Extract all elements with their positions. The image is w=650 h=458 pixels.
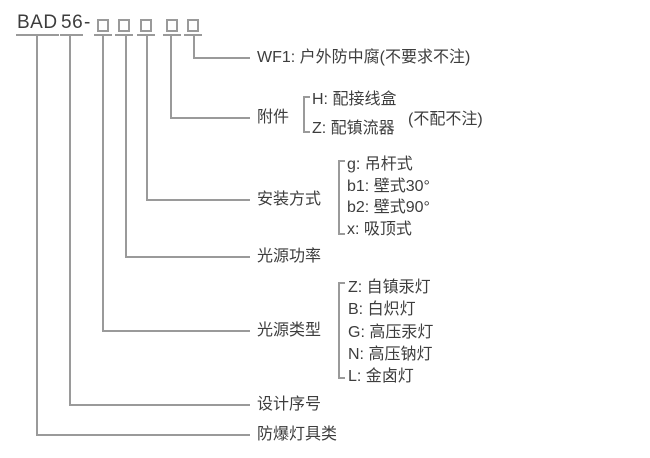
- callout-mounting-label: 安装方式: [257, 191, 322, 208]
- code-placeholder-box-1: [97, 19, 109, 32]
- attach-option: Z: 配镇流器: [312, 120, 395, 137]
- type-option: G: 高压汞灯: [348, 324, 434, 341]
- callout-wf1-label: WF1: 户外防中腐(不要求不注): [257, 49, 471, 66]
- mounting-options-bracket: [338, 160, 345, 235]
- tick-box-3: [137, 34, 155, 36]
- type-options-bracket: [338, 282, 345, 379]
- attach-options-bracket: [303, 96, 310, 133]
- connector-type-horizontal: [102, 330, 250, 332]
- connector-power-vertical: [125, 36, 127, 258]
- mounting-option: b2: 壁式90°: [347, 199, 430, 216]
- tick-series: [16, 34, 59, 36]
- connector-mounting-horizontal: [146, 199, 250, 201]
- type-option: N: 高压钠灯: [348, 346, 433, 363]
- type-option: L: 金卤灯: [348, 368, 414, 385]
- connector-attach-vertical: [170, 36, 172, 119]
- mounting-option: x: 吸顶式: [347, 221, 412, 238]
- callout-type-label: 光源类型: [257, 322, 322, 339]
- callout-power-label: 光源功率: [257, 248, 322, 265]
- tick-box-2: [115, 34, 133, 36]
- type-option: B: 白炽灯: [348, 301, 416, 318]
- mounting-option: b1: 壁式30°: [347, 178, 430, 195]
- attach-note: (不配不注): [408, 111, 483, 128]
- connector-wf1-vertical: [193, 36, 195, 59]
- type-option: Z: 自镇汞灯: [348, 279, 431, 296]
- code-placeholder-box-5: [187, 19, 199, 32]
- connector-category-vertical: [36, 36, 38, 436]
- connector-mounting-vertical: [146, 36, 148, 201]
- connector-attach-horizontal: [170, 117, 250, 119]
- tick-box-5: [184, 34, 202, 36]
- connector-power-horizontal: [125, 256, 250, 258]
- tick-number: [60, 34, 83, 36]
- callout-serial-label: 设计序号: [257, 396, 322, 413]
- connector-category-horizontal: [36, 434, 250, 436]
- code-placeholder-box-3: [140, 19, 152, 32]
- callout-attach-label: 附件: [257, 109, 290, 126]
- connector-wf1-horizontal: [193, 57, 250, 59]
- connector-type-vertical: [102, 36, 104, 332]
- attach-option: H: 配接线盒: [312, 91, 397, 108]
- mounting-option: g: 吊杆式: [347, 156, 413, 173]
- model-code-series: BAD: [17, 12, 58, 33]
- callout-category-label: 防爆灯具类: [257, 426, 338, 443]
- tick-box-1: [94, 34, 112, 36]
- connector-serial-vertical: [69, 36, 71, 406]
- code-placeholder-box-4: [166, 19, 178, 32]
- code-placeholder-box-2: [118, 19, 130, 32]
- connector-serial-horizontal: [69, 404, 250, 406]
- model-code-number: 56: [61, 12, 84, 33]
- model-code-separator: -: [84, 12, 91, 33]
- tick-box-4: [163, 34, 181, 36]
